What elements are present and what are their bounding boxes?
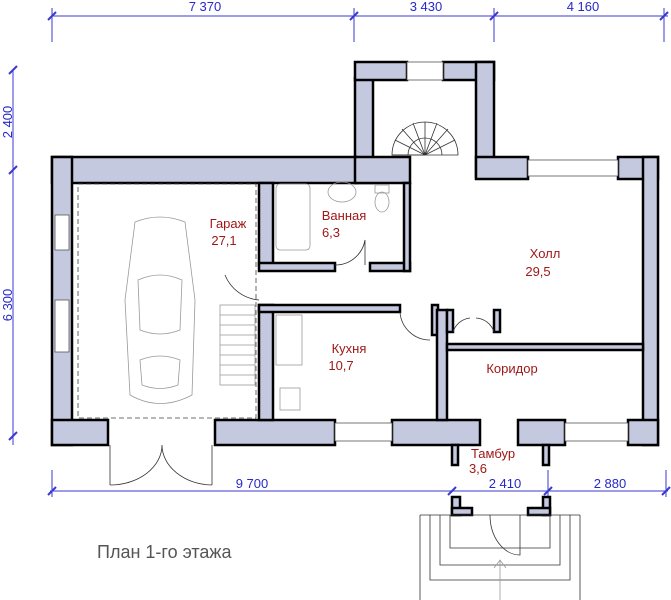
top-dimension-line: 7 370 3 430 4 160 [47,0,669,42]
dim-bottom-2: 2 410 [489,476,522,491]
room-area-kitchen: 10,7 [328,358,353,373]
bottom-dimension-line: 9 700 2 410 2 880 [47,470,671,497]
room-name-bathroom: Ванная [322,208,367,223]
dim-bottom-3: 2 880 [594,476,627,491]
room-area-vestibule: 3,6 [469,461,487,476]
dim-top-3: 4 160 [567,0,600,14]
dim-top-1: 7 370 [189,0,222,14]
garage-outline [77,183,257,419]
car-icon [124,216,196,404]
bathroom-fixtures [275,181,390,411]
dim-left-2: 6 300 [0,289,15,322]
dim-bottom-1: 9 700 [236,476,269,491]
room-name-vestibule: Тамбур [471,446,515,461]
plan-title: План 1-го этажа [97,542,232,562]
garage-door [109,274,260,486]
doors [334,239,521,556]
porch-steps [419,514,581,600]
dim-top-2: 3 430 [410,0,443,14]
room-area-garage: 27,1 [211,233,236,248]
spiral-stair-icon [219,121,459,386]
windows [54,61,629,442]
room-area-bathroom: 6,3 [322,225,340,240]
room-name-kitchen: Кухня [332,341,367,356]
room-name-corridor: Коридор [486,361,537,376]
walls [50,60,660,517]
left-dimension-line: 2 400 6 300 [0,65,18,445]
room-name-hall: Холл [530,246,561,261]
room-name-garage: Гараж [210,216,247,231]
room-area-hall: 29,5 [525,264,550,279]
dim-left-1: 2 400 [0,106,15,139]
